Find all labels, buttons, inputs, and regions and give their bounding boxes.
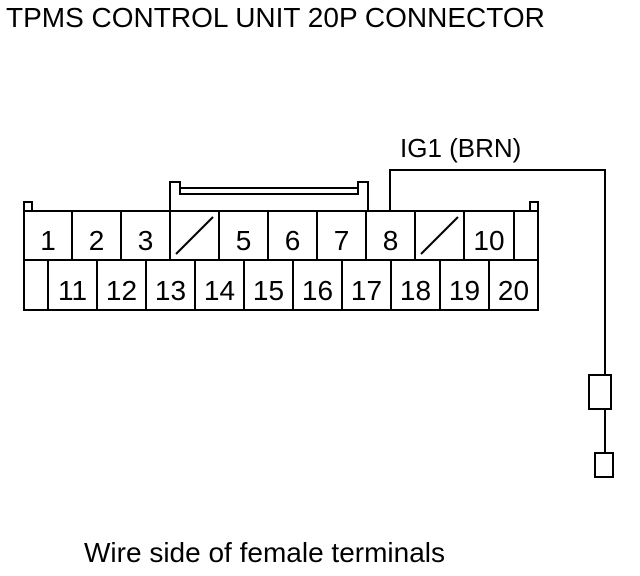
- diagram-caption: Wire side of female terminals: [84, 537, 446, 568]
- terminal-10-label: 10: [473, 225, 504, 256]
- connector-left-tab: [23, 201, 33, 211]
- terminal-1-label: 1: [40, 225, 56, 256]
- bottom-row-cell: [23, 259, 49, 311]
- terminal-7-label: 7: [334, 225, 350, 256]
- diagram-title: TPMS CONTROL UNIT 20P CONNECTOR: [6, 2, 545, 33]
- terminal-16-label: 16: [302, 275, 333, 306]
- terminal-6-label: 6: [285, 225, 301, 256]
- terminal-13-label: 13: [155, 275, 186, 306]
- ig1-wire: [389, 169, 606, 375]
- terminal-19-label: 19: [449, 275, 480, 306]
- connector-lock-tab: [169, 181, 369, 211]
- terminal-12-label: 12: [106, 275, 137, 306]
- wire-label-ig1: IG1 (BRN): [400, 133, 522, 163]
- terminal-17-label: 17: [351, 275, 382, 306]
- bottom-row-cells: 11 12 13 14 15 16 17 18 19 20: [23, 259, 539, 311]
- terminal-2-label: 2: [89, 225, 105, 256]
- terminal-5-label: 5: [236, 225, 252, 256]
- bottom-row-cell: [488, 259, 539, 311]
- wire-connector-female: [594, 452, 614, 478]
- connector-right-tab: [529, 201, 539, 211]
- terminal-11-label: 11: [58, 275, 87, 306]
- unused-cavity-slash: [420, 216, 459, 255]
- terminal-14-label: 14: [204, 275, 235, 306]
- terminal-18-label: 18: [400, 275, 431, 306]
- unused-cavity-slash: [175, 216, 214, 255]
- terminal-20-label: 20: [498, 275, 529, 306]
- terminal-15-label: 15: [253, 275, 284, 306]
- top-row-cell: [513, 210, 539, 261]
- wire-connector-male: [588, 374, 612, 410]
- top-row-cells: 1 2 3 5 6 7 8 10: [23, 210, 539, 261]
- terminal-8-label: 8: [383, 225, 399, 256]
- terminal-3-label: 3: [138, 225, 154, 256]
